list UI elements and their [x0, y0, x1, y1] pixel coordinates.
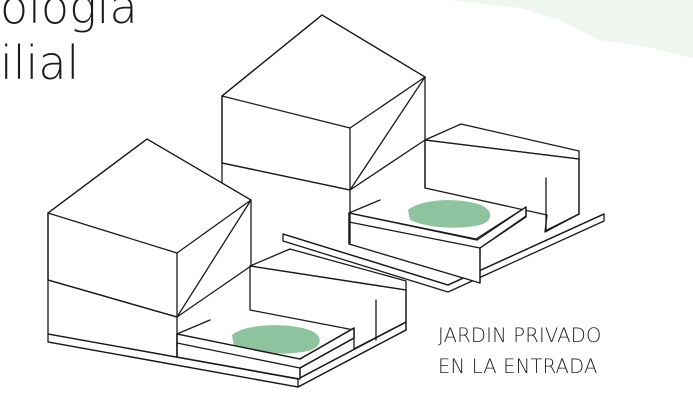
back-main-volume	[221, 14, 426, 245]
accent-polygon	[448, 0, 693, 58]
back-courtyard-front-wall	[348, 199, 527, 284]
back-garden-patch	[408, 200, 491, 228]
back-courtyard-walls	[424, 123, 580, 233]
title-line-2: ilial	[0, 36, 80, 90]
front-courtyard-walls	[249, 248, 407, 350]
front-house	[47, 138, 407, 388]
back-house	[221, 14, 605, 293]
front-garden-patch	[232, 325, 320, 354]
front-main-volume	[47, 138, 252, 358]
caption-line-1: JARDIN PRIVADO	[438, 324, 602, 347]
title-line-1: ología	[0, 0, 138, 34]
caption-line-2: EN LA ENTRADA	[438, 355, 598, 378]
garden-caption: JARDIN PRIVADO EN LA ENTRADA	[438, 320, 688, 382]
